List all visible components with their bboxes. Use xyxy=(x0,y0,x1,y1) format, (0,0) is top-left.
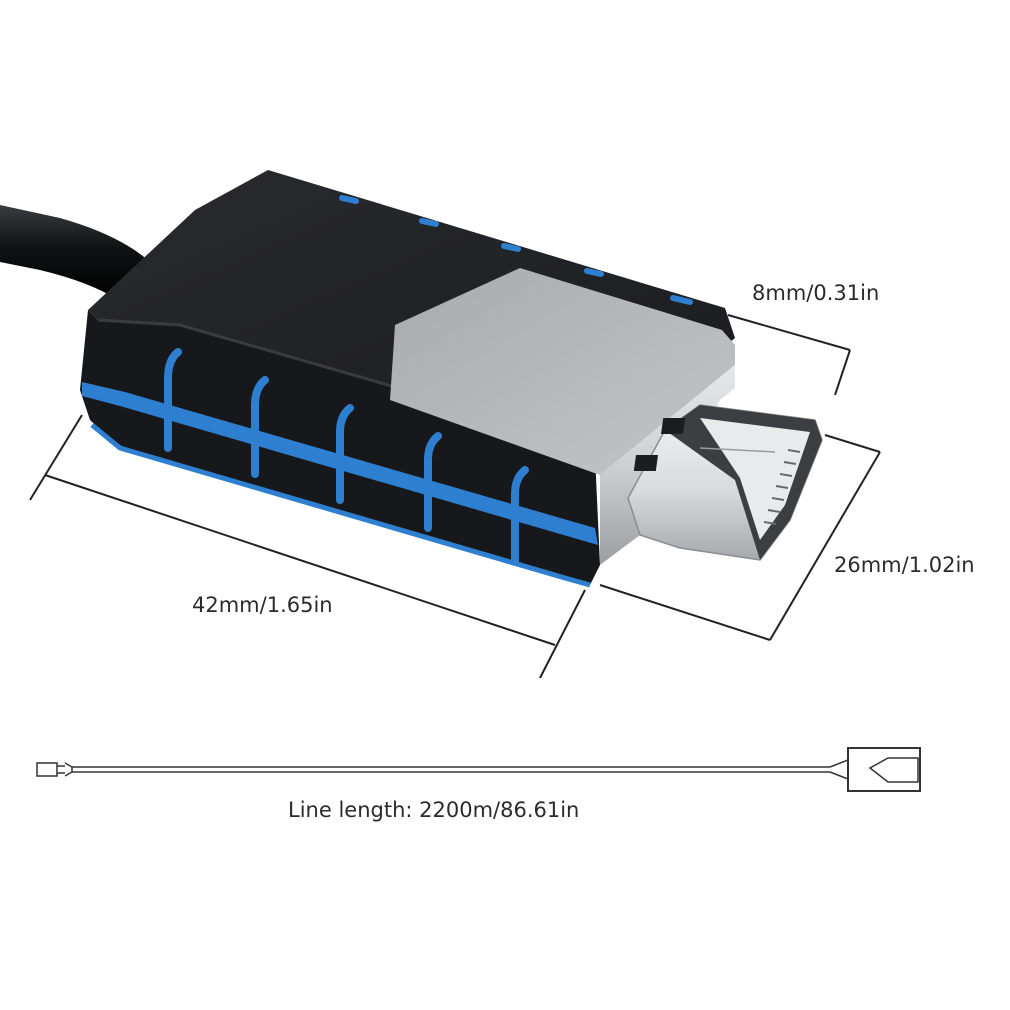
plug-lock-hole xyxy=(633,455,659,471)
plug-lock-hole xyxy=(661,418,686,434)
thickness-label: 8mm/0.31in xyxy=(752,281,879,305)
plug-pins xyxy=(763,449,801,525)
metal-cap-top xyxy=(390,268,735,475)
dimension-lines xyxy=(29,314,881,679)
top-ridge-accents xyxy=(339,195,693,305)
hdmi-plug xyxy=(627,404,823,561)
length-label: 42mm/1.65in xyxy=(192,593,333,617)
width-label: 26mm/1.02in xyxy=(834,553,975,577)
cable xyxy=(0,205,150,300)
cable-end-small-connector xyxy=(36,762,58,777)
line-length-label: Line length: 2200m/86.61in xyxy=(288,798,579,822)
cable-end-hdmi-connector xyxy=(847,747,921,792)
side-stripes-vertical xyxy=(164,348,529,566)
cable-length-diagram xyxy=(36,747,921,792)
